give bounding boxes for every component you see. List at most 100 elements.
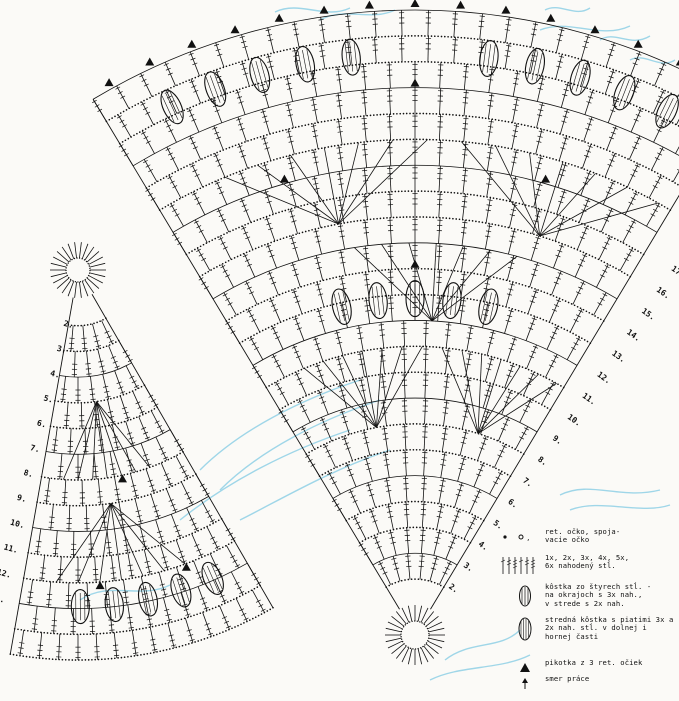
large-fan-picot-0	[411, 260, 420, 268]
large-fan-picot-2	[541, 175, 550, 183]
small-fan-chevron-1	[111, 503, 185, 564]
small-fan-row-4	[59, 363, 131, 377]
small-fan-row-7	[46, 430, 170, 455]
large-fan-edge-picot	[365, 1, 374, 9]
large-fan-picot-3	[411, 79, 420, 87]
small-fan-row-number: 12.	[0, 567, 12, 579]
large-fan-row-number: 15.	[640, 306, 657, 322]
large-fan-row-number: 14.	[625, 328, 642, 344]
small-fan-row-number: 6.	[36, 418, 48, 429]
large-fan-row-9	[293, 398, 537, 432]
large-fan-chevron-2	[540, 203, 658, 236]
large-fan-edge-picot	[320, 6, 329, 14]
large-fan-cluster-0-1	[201, 69, 230, 109]
large-fan-row-number: 10.	[566, 412, 583, 428]
cluster-icon	[495, 583, 545, 609]
legend-row-stitches: 1x, 2x, 3x, 4x, 5x, 6x nahodený stĺ.	[495, 554, 679, 580]
large-fan-chevron-1	[432, 243, 436, 320]
large-fan-chevron-0	[376, 348, 382, 427]
legend-row-chain: , ret. očko, spoja- vacie očko	[495, 528, 679, 554]
small-fan-picot-2	[118, 474, 127, 482]
large-fan-cluster-1-4	[651, 91, 679, 131]
large-fan-row-number: 4.	[477, 539, 490, 552]
large-fan-edge-picot	[456, 1, 465, 9]
wave-10	[560, 489, 660, 495]
large-fan-chevron-3	[324, 148, 338, 224]
large-fan-edge-picot	[187, 40, 196, 48]
large-fan-start-sunburst	[385, 605, 445, 665]
large-fan-chevron-0	[376, 347, 402, 428]
large-fan-row-number: 2.	[447, 582, 460, 595]
legend-text-middle-cluster: stredná kôstka s piatimi 3x a 2x nah. st…	[545, 616, 673, 641]
large-fan-row-10	[280, 372, 551, 410]
large-fan-edge-picot	[275, 14, 284, 22]
large-fan-cluster-mid-4	[476, 287, 501, 326]
large-fan-chevron-3	[339, 140, 428, 225]
large-fan-chevron-4	[478, 354, 482, 433]
large-fan-edge-picot	[145, 57, 154, 65]
large-fan-cluster-1-0	[478, 40, 500, 78]
large-fan-row-11	[266, 346, 563, 387]
large-fan-chevron-3	[339, 143, 359, 224]
large-fan-edge-picot	[105, 78, 114, 86]
wave-6	[200, 380, 360, 470]
legend-text-stitches: 1x, 2x, 3x, 4x, 5x, 6x nahodený stĺ.	[545, 554, 629, 571]
middle-cluster-icon	[495, 616, 545, 642]
small-fan-chevron-0	[78, 402, 96, 480]
small-fan-row-number: 11.	[3, 543, 19, 555]
small-fan-row-number: 5.	[43, 394, 55, 405]
wave-11	[570, 505, 670, 510]
large-fan-chevron-1	[432, 250, 490, 321]
large-fan-row-number: 9.	[551, 434, 564, 447]
large-fan-edge-0	[93, 99, 399, 609]
large-fan-cluster-0-2	[246, 55, 273, 95]
small-fan-row-15	[10, 608, 273, 660]
large-fan-stitch	[675, 131, 679, 154]
small-fan-chevron-0	[63, 402, 96, 480]
large-fan-row-2	[386, 579, 444, 587]
wave-2	[545, 8, 590, 12]
legend-row-middle-cluster: stredná kôstka s piatimi 3x a 2x nah. st…	[495, 616, 679, 642]
large-fan-row-number: 12.	[595, 370, 612, 386]
svg-text:,: ,	[527, 533, 530, 542]
wave-9	[240, 450, 390, 520]
legend-text-arrow: smer práce	[545, 675, 589, 683]
large-fan-row-3	[373, 553, 457, 565]
large-fan-chevron-0	[362, 351, 376, 427]
large-fan-cluster-mid-0	[329, 287, 354, 326]
legend-row-cluster: kôstka zo štyrech stĺ. - na okrajoch s 3…	[495, 583, 679, 609]
large-fan-chevron-1	[432, 256, 517, 321]
large-fan-picot-1	[280, 175, 289, 183]
large-fan-row-24	[93, 10, 679, 99]
small-fan-row-number: 13.	[0, 592, 6, 604]
legend-text-cluster: kôstka zo štyrech stĺ. - na okrajoch s 3…	[545, 583, 651, 608]
large-fan-cluster-0-4	[340, 38, 362, 76]
large-fan-row-number: 6.	[506, 497, 519, 510]
large-fan-row-5	[346, 502, 483, 521]
large-fan-row-23	[106, 36, 679, 122]
large-fan-cluster-0-0	[156, 87, 187, 127]
small-fan-chart	[10, 242, 273, 660]
large-fan-row-number: 7.	[521, 476, 534, 489]
large-fan-row-8	[306, 424, 523, 454]
large-fan-row-20	[146, 114, 679, 189]
large-fan-edge-picot	[231, 25, 240, 33]
small-fan-row-number: 9.	[16, 493, 28, 504]
wave-0	[275, 8, 350, 12]
small-fan-start-sunburst	[50, 242, 106, 298]
wave-3	[600, 36, 650, 40]
chain-stitch-icon: ,	[495, 528, 545, 554]
small-fan-chevron-0	[96, 402, 135, 472]
large-fan-row-number: 17.	[670, 264, 679, 280]
large-fan-cluster-mid-1	[367, 282, 389, 320]
legend-text-chain: ret. očko, spoja- vacie očko	[545, 528, 620, 545]
stitch-legend: , ret. očko, spoja- vacie očko 1x, 2x, 3…	[495, 528, 679, 690]
double-crochet-icon	[495, 554, 545, 580]
small-fan-row-14	[15, 586, 260, 635]
small-fan-row-number: 7.	[29, 443, 41, 454]
small-fan-cluster-3	[167, 572, 195, 610]
legend-text-picot: pikotka z 3 ret. očiek	[545, 659, 642, 667]
large-fan-row-number: 8.	[536, 455, 549, 468]
arrow-icon	[495, 675, 545, 701]
large-fan-row-number: 16.	[655, 285, 672, 301]
